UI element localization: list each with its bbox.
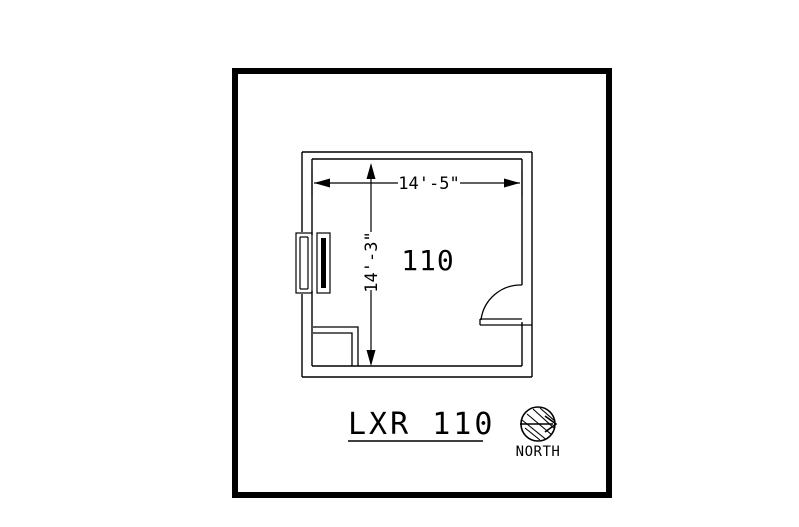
north-arrow-head <box>544 415 558 433</box>
outer-sheet-border <box>232 68 612 498</box>
room-walls <box>301 151 533 378</box>
dimension-horizontal: 14'-5" <box>311 170 523 196</box>
window-glass-bar <box>321 238 326 288</box>
north-arrow-label: NORTH <box>516 444 561 460</box>
dimension-vertical-label: 14'-3" <box>362 231 382 292</box>
window-outer-frame <box>295 232 313 294</box>
title-block: LXR 110 <box>348 407 495 442</box>
window-interior-frame <box>316 232 331 294</box>
plan-title: LXR 110 <box>348 407 495 442</box>
room-number-label: 110 <box>401 244 455 277</box>
door-swing-arc <box>480 284 523 321</box>
dim-h-arrow-right <box>504 178 520 188</box>
dim-h-arrow-left <box>314 178 330 188</box>
dimension-horizontal-label: 14'-5" <box>398 174 459 194</box>
dim-v-arrow-bottom <box>366 350 376 366</box>
window-left-wall <box>295 232 331 294</box>
north-arrow: NORTH <box>516 406 561 460</box>
door-right-wall <box>479 284 532 326</box>
closet-outer-lines <box>313 326 359 366</box>
dimension-vertical: 14'-3" <box>362 163 382 366</box>
dim-v-arrow-top <box>366 163 376 179</box>
closet-bottom-left <box>313 326 359 366</box>
closet-inner-lines <box>313 332 353 366</box>
